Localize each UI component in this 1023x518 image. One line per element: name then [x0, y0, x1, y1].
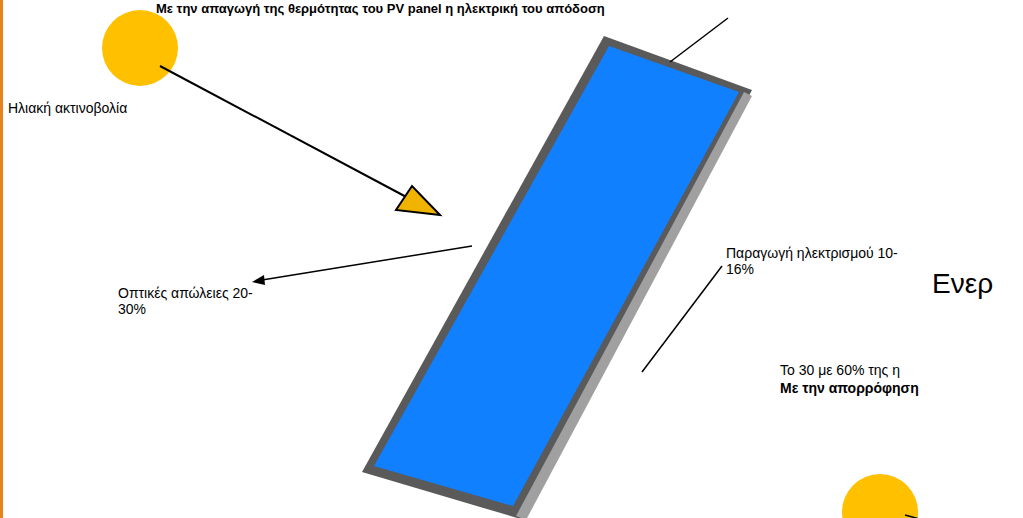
- ray-line: [160, 66, 412, 200]
- output-label: Παραγωγή ηλεκτρισμού 10-16%: [726, 245, 906, 277]
- panel-surface: [374, 46, 739, 506]
- sun: [842, 474, 918, 518]
- leader-line: [262, 246, 472, 280]
- leader-line: [670, 18, 728, 62]
- heading-text: Ενερ: [932, 268, 993, 300]
- note-text: Με την απορρόφηση: [780, 380, 919, 396]
- sun: [102, 10, 178, 86]
- loss-label: Οπτικές απώλειες 20-30%: [118, 285, 258, 317]
- arrow-head: [396, 186, 440, 215]
- ray-line: [905, 515, 960, 518]
- panel-frame: [362, 36, 752, 518]
- note-text: Το 30 με 60% της η: [780, 362, 900, 378]
- frame-edge: [0, 0, 3, 518]
- note-text: Με την απαγωγή της θερμότητας του PV pan…: [156, 2, 605, 17]
- source-label: Ηλιακή ακτινοβολία: [8, 100, 127, 116]
- leader-line: [642, 266, 722, 372]
- arrow-head: [252, 275, 265, 285]
